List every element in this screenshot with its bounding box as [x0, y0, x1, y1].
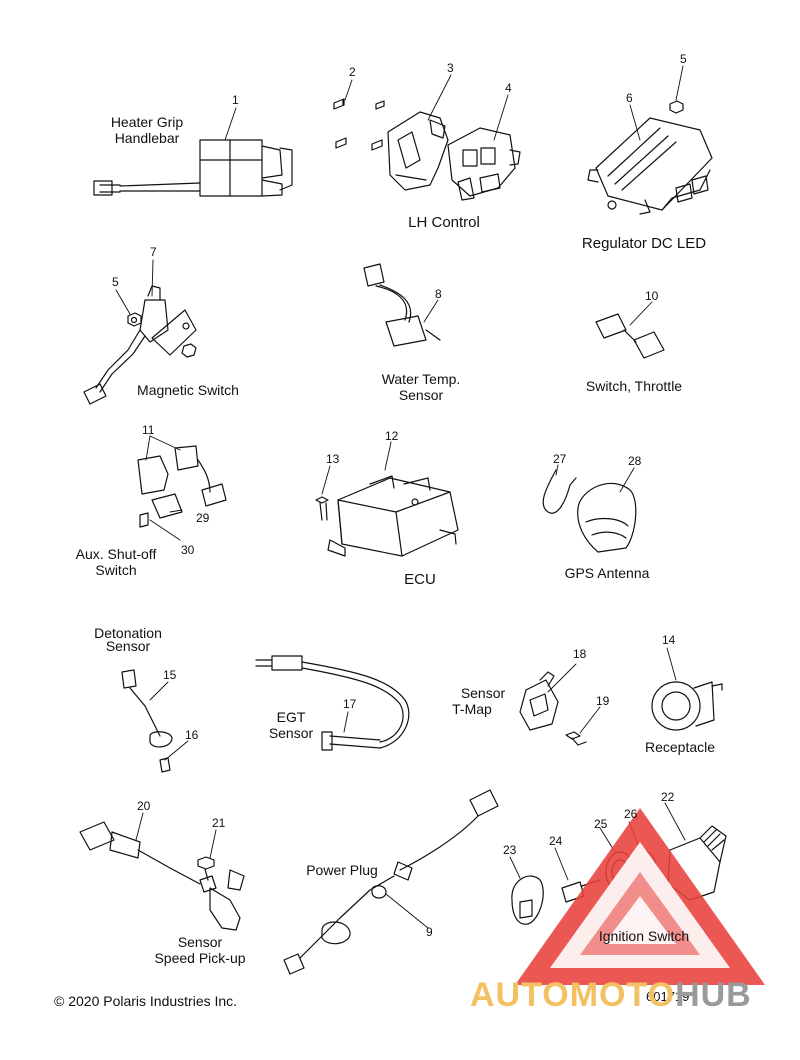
zip-tie-part — [542, 469, 577, 514]
label-tmap-line1: Sensor — [460, 685, 506, 701]
callout-27: 27 — [553, 452, 567, 466]
watermark-text: AUTOMOTOHUB — [470, 976, 752, 1015]
label-speed-pickup-line2: Speed Pick-up — [154, 950, 246, 966]
callout-2: 2 — [349, 65, 356, 79]
callout-13: 13 — [326, 452, 340, 466]
label-speed-pickup: Sensor Speed Pick-up — [140, 934, 260, 966]
callout-6: 6 — [626, 91, 633, 105]
callout-20: 20 — [137, 799, 151, 813]
aux-shutoff-part — [137, 445, 227, 528]
callout-9: 9 — [426, 925, 433, 939]
callout-22: 22 — [661, 790, 675, 804]
callout-10: 10 — [645, 289, 659, 303]
watermark-text-part2: HUB — [675, 976, 752, 1014]
detonation-sensor-part — [121, 669, 173, 773]
tmap-sensor-part — [519, 671, 559, 731]
label-egt-line2: Sensor — [268, 725, 314, 741]
callout-28: 28 — [628, 454, 642, 468]
ecu-part — [327, 475, 459, 557]
copyright-text: © 2020 Polaris Industries Inc. — [54, 993, 238, 1009]
callout-11: 11 — [142, 423, 155, 437]
label-aux-shutoff-line2: Switch — [95, 562, 137, 578]
callout-21: 21 — [212, 816, 226, 830]
callout-7: 7 — [150, 245, 157, 259]
gps-antenna-part — [577, 482, 637, 553]
label-water-temp-line1: Water Temp. — [381, 371, 461, 387]
label-detonation-line2: Sensor — [105, 638, 151, 654]
leader-lines — [115, 65, 686, 929]
callout-3: 3 — [447, 61, 454, 75]
egt-sensor-part — [255, 655, 410, 751]
callout-19: 19 — [596, 694, 610, 708]
label-ecu: ECU — [404, 571, 436, 588]
label-receptacle: Receptacle — [644, 739, 716, 755]
watermark-text-part1: AUTOMOTO — [470, 976, 676, 1014]
label-sensor-tmap: Sensor T-Map — [432, 685, 512, 717]
label-lh-control: LH Control — [408, 214, 480, 231]
label-magnetic-switch: Magnetic Switch — [137, 382, 239, 398]
callout-30: 30 — [181, 543, 195, 557]
callout-29: 29 — [196, 511, 210, 525]
callout-8: 8 — [435, 287, 442, 301]
label-aux-shutoff: Aux. Shut-off Switch — [64, 546, 168, 578]
water-temp-sensor-part — [363, 263, 441, 347]
ecu-screw — [315, 496, 329, 521]
speed-pickup-screw — [197, 856, 215, 881]
power-plug-part — [283, 789, 499, 975]
ignition-cap — [511, 875, 544, 925]
callout-16: 16 — [185, 728, 199, 742]
label-water-temp-line2: Sensor — [398, 387, 444, 403]
lh-control-switch — [447, 127, 521, 201]
label-switch-throttle: Switch, Throttle — [585, 378, 683, 394]
label-heater-grip: Heater Grip Handlebar — [92, 114, 202, 146]
callout-17: 17 — [343, 697, 357, 711]
label-gps-antenna: GPS Antenna — [564, 565, 650, 581]
lh-control-housing — [387, 111, 449, 191]
nut-parts — [127, 100, 684, 327]
figure-number: 601719 — [646, 989, 690, 1004]
throttle-switch-part — [595, 313, 665, 359]
magnetic-switch-part — [83, 285, 197, 405]
tmap-screw — [565, 731, 587, 746]
receptacle-part — [651, 681, 723, 731]
label-ignition-switch: Ignition Switch — [598, 928, 690, 944]
label-speed-pickup-line1: Sensor — [177, 934, 223, 950]
screw-parts — [333, 98, 385, 151]
label-heater-grip-line1: Heater Grip — [110, 114, 184, 130]
callout-26: 26 — [624, 807, 638, 821]
label-water-temp: Water Temp. Sensor — [368, 371, 474, 403]
callout-15: 15 — [163, 668, 177, 682]
callout-5-top: 5 — [680, 52, 687, 66]
speed-pickup-harness — [79, 821, 245, 931]
label-tmap-line2: T-Map — [452, 701, 492, 717]
callout-1: 1 — [232, 93, 239, 107]
label-egt-line1: EGT — [276, 709, 306, 725]
label-aux-shutoff-line1: Aux. Shut-off — [75, 546, 157, 562]
callout-4: 4 — [505, 81, 512, 95]
label-heater-grip-line2: Handlebar — [114, 130, 180, 146]
regulator-part — [587, 117, 713, 215]
heater-grip-part — [93, 139, 293, 197]
label-regulator: Regulator DC LED — [581, 235, 707, 252]
callout-12: 12 — [385, 429, 399, 443]
callout-23: 23 — [503, 843, 517, 857]
label-detonation-line1: Detonation — [94, 625, 162, 641]
label-power-plug: Power Plug — [306, 862, 378, 878]
label-egt: EGT Sensor — [256, 709, 326, 741]
watermark-triangle — [515, 808, 765, 985]
callout-14: 14 — [662, 633, 676, 647]
label-detonation: Detonation Sensor — [76, 625, 180, 654]
callout-18: 18 — [573, 647, 587, 661]
callout-25: 25 — [594, 817, 608, 831]
callout-24: 24 — [549, 834, 563, 848]
callout-5-left: 5 — [112, 275, 119, 289]
